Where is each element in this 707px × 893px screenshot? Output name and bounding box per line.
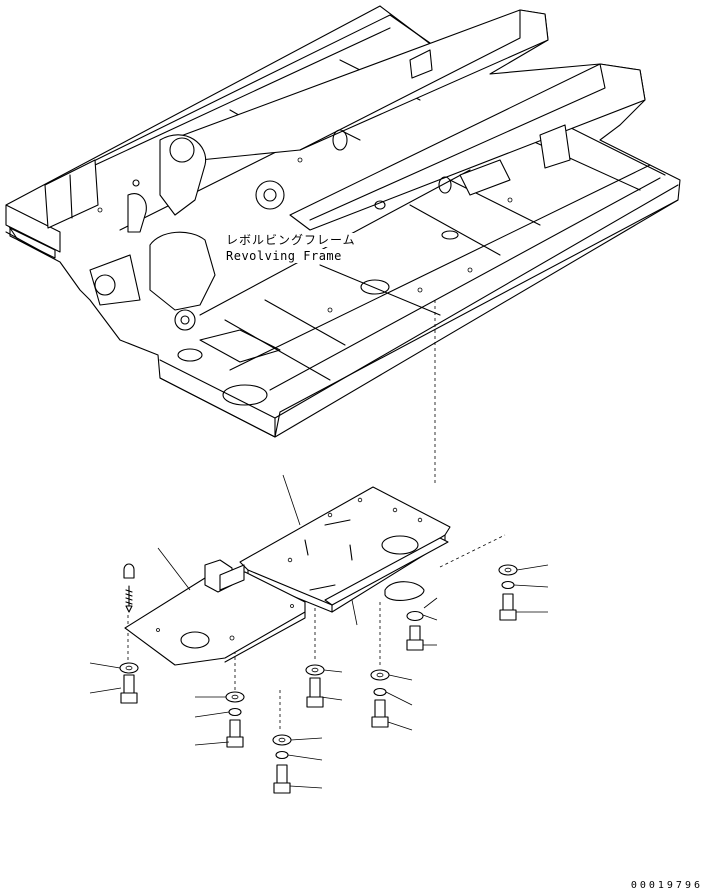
spring-stud [123,563,135,613]
leader-lines [127,300,506,730]
assembly-label-japanese: レボルビングフレーム [224,233,358,247]
revolving-frame [5,5,681,438]
drawing-code: 00019796 [630,880,703,891]
assembly-label-english: Revolving Frame [224,249,344,263]
callout-leaders [89,474,549,789]
under-cover-plates [124,486,451,666]
